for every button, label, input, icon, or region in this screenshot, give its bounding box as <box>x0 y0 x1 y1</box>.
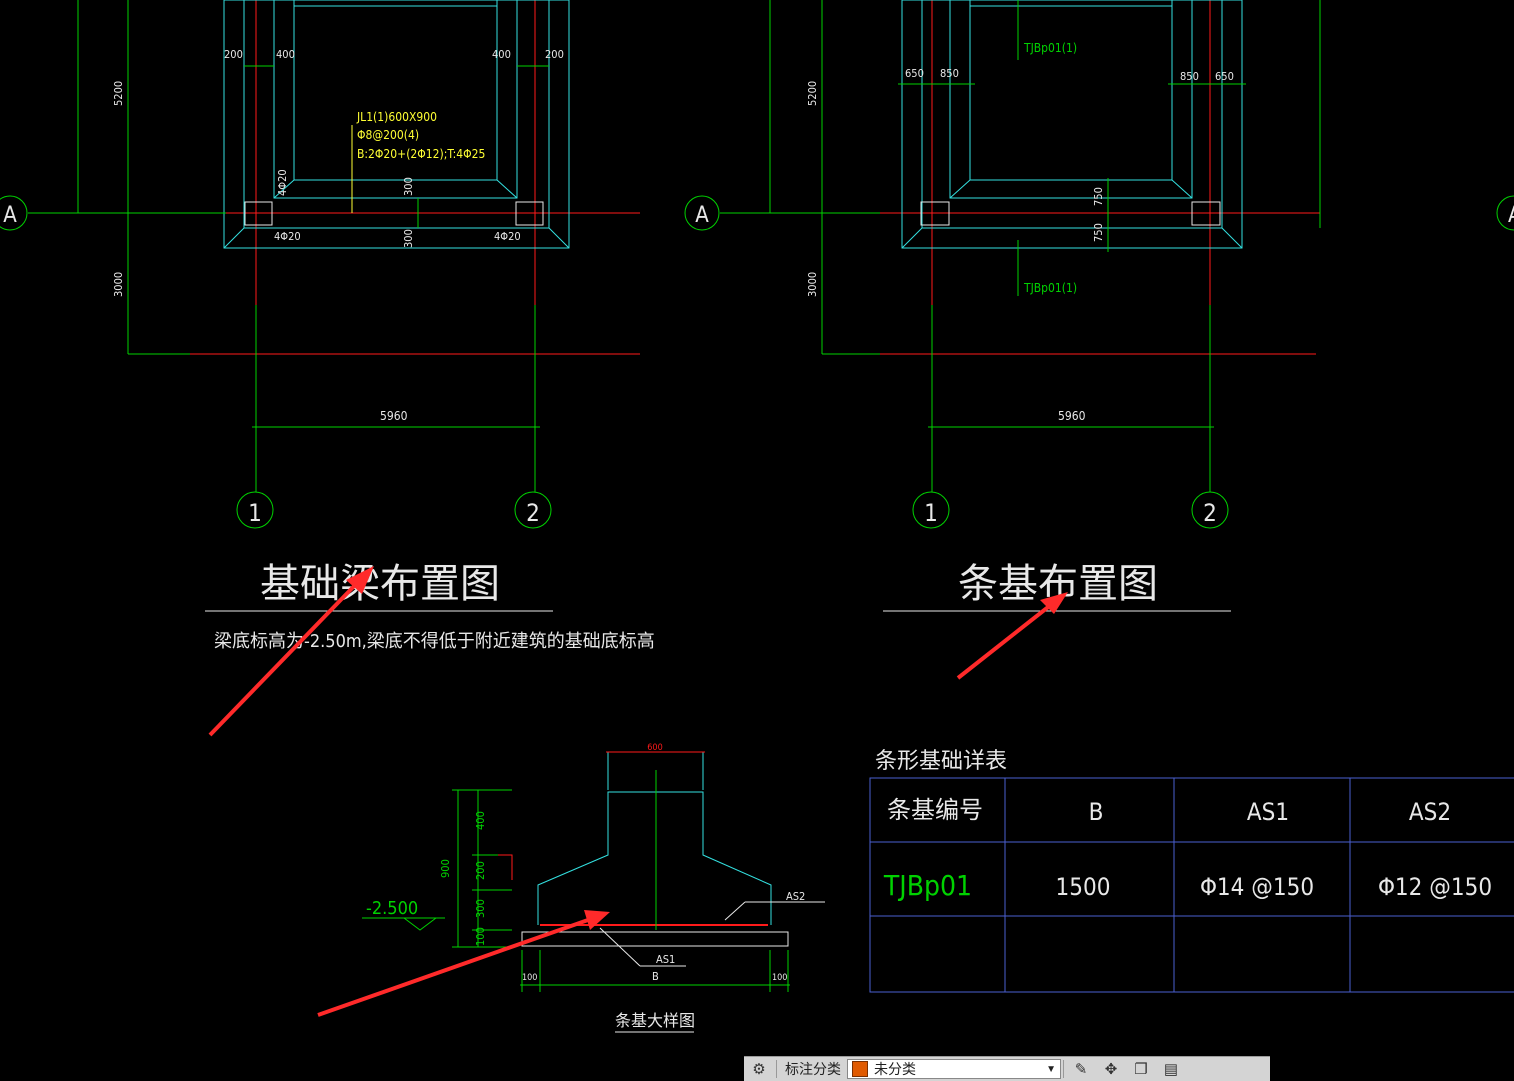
settings-icon[interactable]: ⚙ <box>752 1061 766 1078</box>
axis-bubble-a-left: A <box>0 195 28 231</box>
dim-300-top: 300 <box>402 177 415 196</box>
beam-label-line-3: B:2Φ20+(2Φ12);T:4Φ25 <box>357 147 485 161</box>
copy-icon[interactable]: ❐ <box>1134 1061 1148 1078</box>
axis-bubble-1-left: 1 <box>236 491 274 529</box>
axis-bubble-2-right: 2 <box>1191 491 1229 529</box>
table-header-b: B <box>1089 798 1104 826</box>
section-detail: 600 AS2 AS1 B 100 100 400 200 300 100 90… <box>362 743 825 1033</box>
dim-400-right: 400 <box>492 48 511 61</box>
beam-label-line-1: JL1(1)600X900 <box>356 110 437 124</box>
dim-3000: 3000 <box>112 272 125 297</box>
table-cell-code: TJBp01 <box>883 869 972 902</box>
beam-label-line-2: Φ8@200(4) <box>357 128 419 142</box>
dim-400-left: 400 <box>276 48 295 61</box>
dim-5200-right: 5200 <box>806 81 819 106</box>
height-400: 400 <box>474 811 487 830</box>
axis-label-2: 2 <box>526 499 540 527</box>
dim-850-right: 850 <box>1180 70 1199 83</box>
side-100-right: 100 <box>772 973 787 983</box>
move-icon[interactable]: ✥ <box>1104 1061 1118 1078</box>
strip-tag-top: TJBp01(1) <box>1023 41 1077 55</box>
left-plan-note: 梁底标高为-2.50m,梁底不得低于附近建筑的基础底标高 <box>214 631 655 652</box>
axis-label-1-right: 1 <box>924 499 938 527</box>
arrow-head-left <box>346 566 374 594</box>
chevron-down-icon: ▼ <box>1046 1063 1056 1075</box>
arrow-section <box>317 918 589 1017</box>
axis-bubble-1-right: 1 <box>912 491 950 529</box>
paste-icon[interactable]: ▤ <box>1163 1061 1179 1078</box>
height-300: 300 <box>474 899 487 918</box>
side-100-left: 100 <box>522 973 537 983</box>
dim-650-right: 650 <box>1215 70 1234 83</box>
dim-5960: 5960 <box>380 409 408 423</box>
height-total: 900 <box>439 859 452 878</box>
left-plan: A 1 2 5200 3000 5960 200 400 400 200 300… <box>0 0 655 652</box>
dim-200-right: 200 <box>545 48 564 61</box>
dim-3000-right: 3000 <box>806 272 819 297</box>
table-header-as2: AS2 <box>1409 798 1451 826</box>
dim-5960-right: 5960 <box>1058 409 1086 423</box>
dim-850-left: 850 <box>940 67 959 80</box>
height-100: 100 <box>474 927 487 946</box>
category-label: 标注分类 <box>785 1061 841 1077</box>
axis-label-a: A <box>3 203 17 228</box>
toolbar-divider <box>1063 1060 1064 1078</box>
label-b: B <box>652 970 659 983</box>
dim-750-top: 750 <box>1092 187 1105 206</box>
arrow-right-plan-title <box>956 602 1054 680</box>
rebar-4phi20-left: 4Φ20 <box>274 230 301 243</box>
category-select[interactable]: 未分类 ▼ <box>847 1059 1061 1079</box>
arrow-head-right <box>1040 592 1068 614</box>
label-as1: AS1 <box>656 953 675 966</box>
axis-bubble-a-far-right: A <box>1496 195 1514 231</box>
dim-300-bottom: 300 <box>402 229 415 248</box>
axis-label-2-right: 2 <box>1203 499 1217 527</box>
axis-label-1: 1 <box>248 499 262 527</box>
dim-750-bottom: 750 <box>1092 223 1105 242</box>
toolbar-divider <box>776 1060 777 1078</box>
height-200: 200 <box>474 861 487 880</box>
table-header-code: 条基编号 <box>887 796 983 824</box>
label-as2: AS2 <box>786 890 805 903</box>
arrow-left-plan-title <box>208 578 362 737</box>
axis-label-a-right: A <box>695 203 709 228</box>
annotation-arrows <box>208 566 1068 1017</box>
table-cell-as1: Φ14 @150 <box>1200 873 1314 901</box>
table-title: 条形基础详表 <box>875 749 1007 774</box>
edit-icon[interactable]: ✎ <box>1074 1061 1088 1078</box>
elevation-label: -2.500 <box>366 898 418 919</box>
axis-bubble-2-left: 2 <box>514 491 552 529</box>
section-top-width: 600 <box>647 743 662 753</box>
category-selected-value: 未分类 <box>874 1061 916 1077</box>
annotation-toolbar: ⚙ 标注分类 未分类 ▼ ✎ ✥ ❐ ▤ <box>744 1056 1270 1081</box>
category-color-swatch <box>852 1061 868 1077</box>
dim-650-left: 650 <box>905 67 924 80</box>
table-cell-as2: Φ12 @150 <box>1378 873 1492 901</box>
axis-bubble-a-right: A <box>684 195 720 231</box>
table-cell-b: 1500 <box>1056 873 1111 901</box>
right-plan: A A 1 2 5200 3000 5960 650 850 850 650 7… <box>684 0 1514 612</box>
strip-foundation-table: 条形基础详表 条基编号 B AS1 AS2 TJBp01 1500 Φ14 @1… <box>869 749 1514 993</box>
axis-label-a-far: A <box>1508 203 1514 228</box>
dim-200-left: 200 <box>224 48 243 61</box>
table-header-as1: AS1 <box>1247 798 1289 826</box>
dim-5200: 5200 <box>112 81 125 106</box>
strip-tag-bottom: TJBp01(1) <box>1023 281 1077 295</box>
arrow-head-section <box>584 910 610 930</box>
rebar-4phi20-side: 4Φ20 <box>276 169 289 196</box>
rebar-4phi20-right: 4Φ20 <box>494 230 521 243</box>
section-title: 条基大样图 <box>615 1011 695 1030</box>
left-plan-title: 基础梁布置图 <box>260 561 500 607</box>
